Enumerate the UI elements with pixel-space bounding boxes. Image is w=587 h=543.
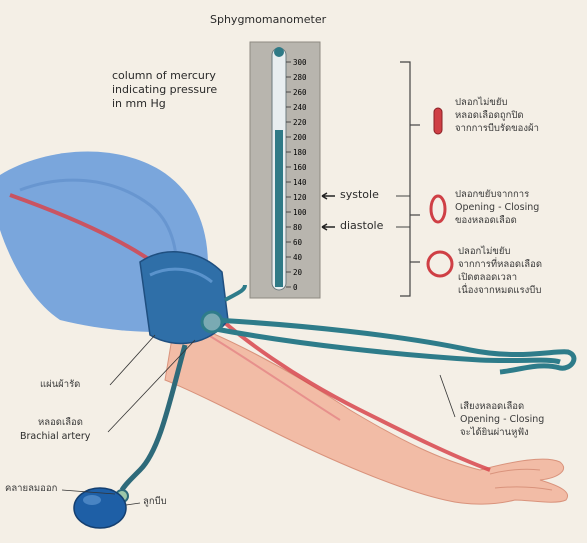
state-2-line-2: Opening - Closing (455, 203, 539, 214)
scale-tick-label: 260 (293, 88, 307, 97)
closed-artery-icon (434, 108, 442, 134)
bulb-label: ลูกบีบ (143, 497, 167, 508)
mercury-top-bulb (274, 47, 284, 57)
state-1-line-1: ปลอกไม่ขยับ (455, 98, 507, 109)
cuff-label: แผ่นผ้ารัด (40, 380, 80, 391)
artery-label-thai: หลอดเลือด (38, 418, 83, 429)
systole-label: systole (340, 189, 379, 202)
scale-tick-label: 160 (293, 163, 307, 172)
scale-tick-label: 0 (293, 283, 298, 292)
scale-tick-label: 220 (293, 118, 307, 127)
scale-tick-label: 240 (293, 103, 307, 112)
scale-tick-label: 40 (293, 253, 303, 262)
state-3-line-4: เนื่องจากหมดแรงบีบ (458, 286, 541, 297)
sound-label-line-3: จะได้ยินผ่านหูฟัง (460, 428, 529, 439)
inflation-bulb-icon (74, 488, 126, 528)
mercury-label-line-2: indicating pressure (112, 84, 217, 97)
scale-tick-label: 80 (293, 223, 303, 232)
state-3-line-3: เปิดตลอดเวลา (458, 273, 517, 284)
scale-tick-label: 20 (293, 268, 303, 277)
stethoscope-chestpiece (202, 312, 222, 332)
mercury-label-line-3: in mm Hg (112, 98, 166, 111)
diagram-title: Sphygmomanometer (210, 14, 326, 27)
mercury-column (275, 130, 283, 287)
valve-label: คลายลมออก (5, 484, 57, 495)
state-2-line-1: ปลอกขยับจากการ (455, 190, 529, 201)
scale-tick-label: 300 (293, 58, 307, 67)
mercury-label-line-1: column of mercury (112, 70, 216, 83)
state-3-line-2: จากการที่หลอดเลือด (458, 260, 542, 271)
scale-tick-label: 100 (293, 208, 307, 217)
scale-tick-label: 60 (293, 238, 303, 247)
scale-tick-label: 120 (293, 193, 307, 202)
state-3-line-1: ปลอกไม่ขยับ (458, 247, 510, 258)
scale-tick-label: 280 (293, 73, 307, 82)
sound-label-line-2: Opening - Closing (460, 415, 544, 426)
scale-tick-label: 180 (293, 148, 307, 157)
bulb-highlight (83, 495, 101, 505)
artery-label-english: Brachial artery (20, 432, 90, 443)
diastole-label: diastole (340, 220, 383, 233)
scale-tick-label: 200 (293, 133, 307, 142)
sound-label-line-1: เสียงหลอดเลือด (460, 402, 524, 413)
scale-tick-label: 140 (293, 178, 307, 187)
state-2-line-3: ของหลอดเลือด (455, 216, 517, 227)
state-1-line-3: จากการบีบรัดของผ้า (455, 124, 539, 135)
state-1-line-2: หลอดเลือดถูกปิด (455, 111, 524, 122)
